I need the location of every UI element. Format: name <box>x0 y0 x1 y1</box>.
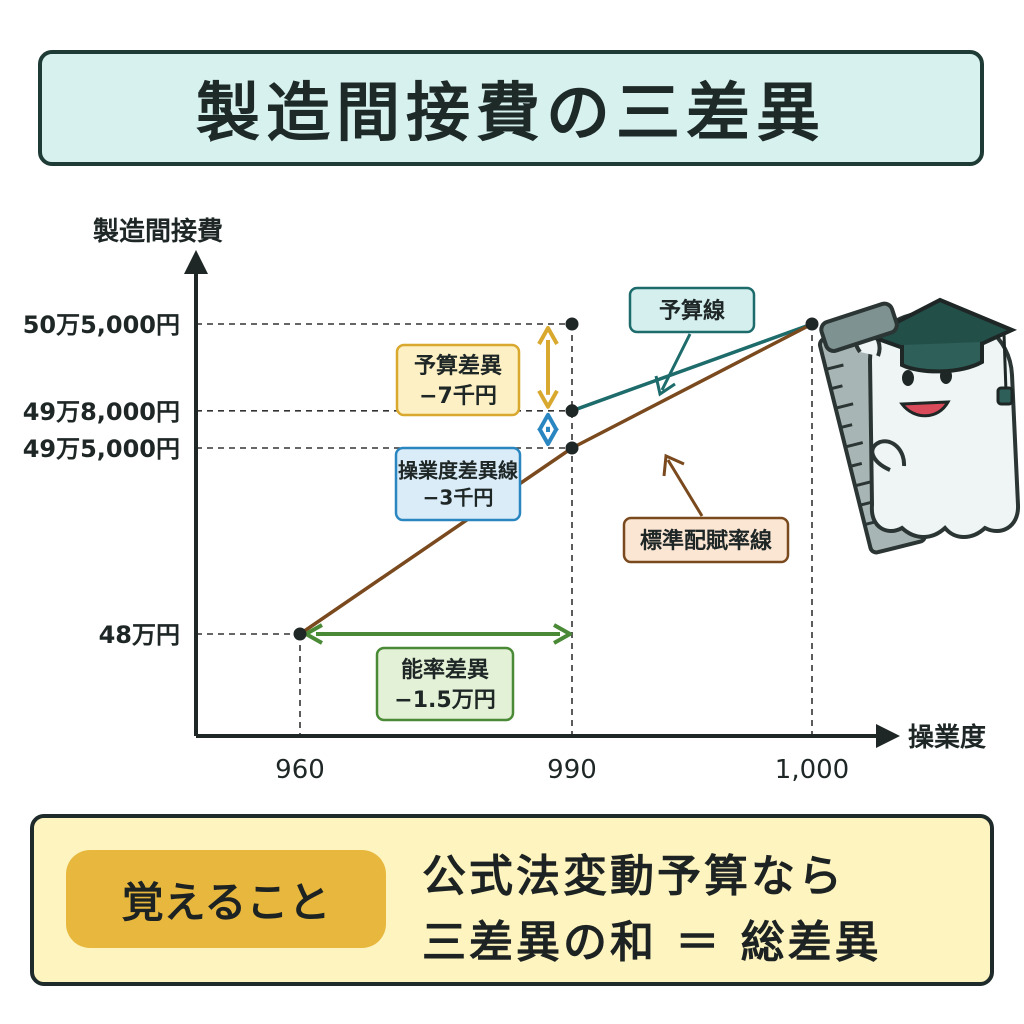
budget-line-label: 予算線 <box>628 286 756 334</box>
efficiency-variance-label-box <box>375 646 515 722</box>
page-title: 製造間接費の三差異 <box>196 77 826 151</box>
data-point <box>565 404 579 418</box>
memo-line-1: 公式法変動予算なら <box>422 851 845 902</box>
capacity-variance-label-text: −3千円 <box>423 486 494 510</box>
data-point <box>565 441 579 455</box>
series-lines <box>299 322 813 636</box>
capacity-variance-arrow-head-top <box>537 412 559 432</box>
capacity-variance-label: 操業度差異線 −3千円 <box>394 446 522 522</box>
data-point <box>293 627 307 641</box>
budget-variance-arrow-head-top <box>537 326 559 345</box>
budget-line-pointer-head <box>654 375 676 397</box>
x-axis-label: 操業度 <box>908 722 986 753</box>
standard-line-label: 標準配賦率線 <box>622 516 790 564</box>
efficiency-variance-label: 能率差異 −1.5万円 <box>375 646 515 722</box>
budget-line-label-box <box>628 286 756 334</box>
budget-variance-label-box <box>395 343 521 417</box>
standard-allocation-line <box>299 322 813 636</box>
title-banner: 製造間接費の三差異 <box>38 50 984 166</box>
y-tick-label: 49万5,000円 <box>23 435 180 463</box>
budget-variance-label-text: 予算差異 <box>414 353 502 379</box>
data-point <box>565 317 579 331</box>
budget-line-pointer-shaft <box>660 333 692 391</box>
standard-line-pointer-head <box>662 453 685 477</box>
capacity-variance-arrow-head-bottom <box>537 427 559 446</box>
budget-variance-label-text: −7千円 <box>419 384 497 409</box>
standard-line-label-text: 標準配賦率線 <box>640 528 772 554</box>
efficiency-variance-label-text: −1.5万円 <box>394 688 495 713</box>
efficiency-variance-arrow <box>304 623 572 645</box>
memo-line-2: 三差異の和 ＝ 総差異 <box>422 917 882 968</box>
data-point <box>805 317 819 331</box>
capacity-variance-arrow <box>537 412 559 446</box>
efficiency-variance-arrow-head-right <box>553 623 572 645</box>
y-tick-label: 50万5,000円 <box>23 311 180 339</box>
memo-box: 覚えること 公式法変動予算なら 三差異の和 ＝ 総差異 <box>30 814 994 986</box>
standard-line-pointer <box>662 453 704 517</box>
y-tick-label: 49万8,000円 <box>23 398 180 426</box>
memo-label: 覚えること <box>66 850 386 948</box>
budget-variance-arrow-head-bottom <box>537 389 559 409</box>
efficiency-variance-label-text: 能率差異 <box>401 657 489 683</box>
budget-line-label-text: 予算線 <box>659 298 725 324</box>
graduate-ruler-mascot-icon <box>817 297 1021 555</box>
y-tick-label: 48万円 <box>99 621 180 649</box>
capacity-variance-label-box <box>394 446 522 522</box>
y-axis-label: 製造間接費 <box>93 217 223 247</box>
data-points <box>293 317 819 641</box>
budget-variance-arrow <box>537 326 559 409</box>
budget-line-pointer <box>654 333 692 397</box>
x-tick-label: 960 <box>275 755 325 785</box>
capacity-variance-label-text: 操業度差異線 <box>398 459 518 483</box>
budget-line <box>571 322 813 413</box>
x-tick-label: 1,000 <box>775 755 849 785</box>
x-tick-label: 990 <box>547 755 597 785</box>
standard-line-label-box <box>622 516 790 564</box>
standard-line-pointer-shaft <box>666 459 704 517</box>
budget-variance-label: 予算差異 −7千円 <box>395 343 521 417</box>
